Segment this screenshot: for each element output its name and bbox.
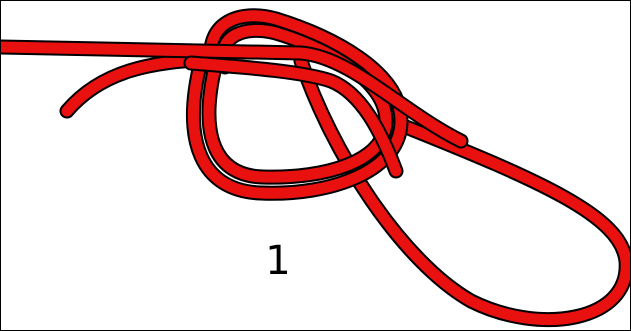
step-number-label: 1 [258,237,298,285]
rope [1,16,626,320]
